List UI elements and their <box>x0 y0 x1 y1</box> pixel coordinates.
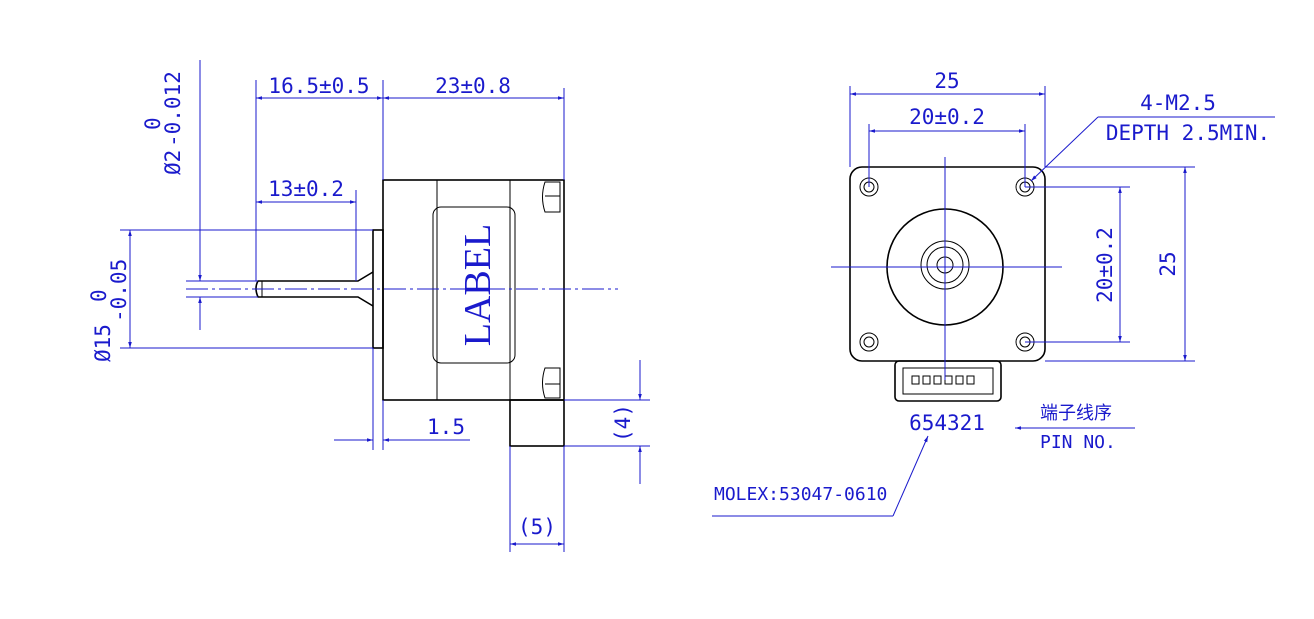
mount-holes-label: 4-M2.5 <box>1140 91 1216 115</box>
dim-boss-height: 1.5 <box>427 415 465 439</box>
dim-shaft-dia-upper: 0 <box>141 117 165 130</box>
label-text: LABEL <box>457 224 499 346</box>
side-view: LABEL 16.5±0.5 23±0.8 13±0.2 <box>87 60 650 552</box>
front-view: 25 20±0.2 4-M2.5 DEPTH 2.5MIN. 20±0.2 25… <box>712 69 1275 517</box>
label-plate <box>432 206 516 364</box>
side-connector <box>509 399 565 447</box>
dim-width-overall: 25 <box>934 69 959 93</box>
hole-depth-label: DEPTH 2.5MIN. <box>1106 121 1270 145</box>
mount-hole-bl <box>859 332 879 352</box>
dim-shaft-dia-lower: -0.012 <box>161 71 185 147</box>
dim-height-overall: 25 <box>1156 251 1180 276</box>
connector-pins <box>911 375 975 385</box>
dim-boss-dia-lower: -0.05 <box>107 259 131 322</box>
dim-shaft-length: 16.5±0.5 <box>268 74 369 98</box>
dim-boss-dia-upper: 0 <box>87 289 111 302</box>
pin-numbers: 654321 <box>909 411 985 435</box>
dim-shaft-dia: Ø2 <box>161 150 185 175</box>
pin-label-en: PIN NO. <box>1040 432 1116 453</box>
connector-part: MOLEX:53047-0610 <box>714 484 887 505</box>
front-flange <box>849 166 1046 362</box>
front-connector <box>894 360 1002 402</box>
dim-connector-width: (5) <box>518 515 556 539</box>
dim-shaft-flat: 13±0.2 <box>268 177 344 201</box>
dim-body-length: 23±0.8 <box>435 74 511 98</box>
pin-label-cn: 端子线序 <box>1040 403 1112 424</box>
dim-connector-height: (4) <box>611 404 635 442</box>
dim-hole-spacing-v: 20±0.2 <box>1093 227 1117 303</box>
dim-hole-spacing-h: 20±0.2 <box>909 105 985 129</box>
dim-boss-dia: Ø15 <box>91 324 115 362</box>
